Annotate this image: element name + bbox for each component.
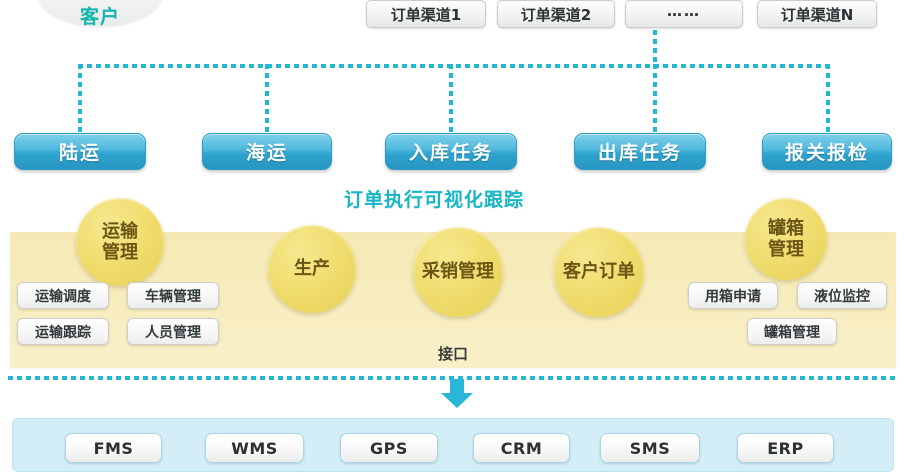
module-circle-caixiaoguanli[interactable]: 采销管理 [413, 227, 503, 317]
connector-channel-to-bus [653, 30, 657, 68]
process-button-luyun[interactable]: 陆运 [14, 133, 146, 170]
order-channel-box-2[interactable]: 订单渠道2 [497, 0, 615, 28]
connector-drop-chukurenwu [653, 64, 657, 134]
connector-drop-rukurenwu [449, 64, 453, 134]
connector-drop-haiyun [265, 64, 269, 134]
tag-button-guanxiangguanli[interactable]: 罐箱管理 [747, 318, 837, 345]
module-circle-label: 罐箱管理 [768, 217, 804, 260]
section-title: 订单执行可视化跟踪 [344, 189, 525, 211]
order-channel-box-n[interactable]: 订单渠道N [757, 0, 877, 28]
process-button-chukurenwu[interactable]: 出库任务 [574, 133, 706, 170]
module-circle-kehudingdan[interactable]: 客户订单 [554, 227, 644, 317]
system-button-sms[interactable]: SMS [600, 433, 700, 463]
system-button-gps[interactable]: GPS [340, 433, 438, 463]
tag-button-cheliangguanli[interactable]: 车辆管理 [127, 282, 219, 309]
module-circle-guanxiangguanli[interactable]: 罐箱管理 [745, 198, 827, 280]
system-button-crm[interactable]: CRM [473, 433, 570, 463]
module-circle-label: 客户订单 [563, 261, 635, 283]
tag-button-yeweijiankong[interactable]: 液位监控 [797, 282, 887, 309]
connector-drop-luyun [78, 64, 82, 134]
connector-horizontal-bus [78, 64, 830, 68]
down-arrow-icon [440, 379, 474, 409]
module-circle-shengchan[interactable]: 生产 [268, 225, 356, 313]
process-button-rukurenwu[interactable]: 入库任务 [385, 133, 517, 170]
system-button-erp[interactable]: ERP [737, 433, 834, 463]
tag-button-yunshudiaodu[interactable]: 运输调度 [17, 282, 109, 309]
module-circle-label: 生产 [294, 258, 330, 280]
order-channel-box-ellipsis[interactable]: …… [625, 0, 743, 28]
module-circle-yunshuguanli[interactable]: 运输管理 [76, 198, 164, 286]
tag-button-yunshugenzong[interactable]: 运输跟踪 [17, 318, 109, 345]
process-button-baoguanbaojian[interactable]: 报关报检 [762, 133, 892, 170]
customer-label: 客户 [79, 6, 120, 28]
connector-drop-baoguanbaojian [826, 64, 830, 134]
ellipsis-text: …… [667, 2, 701, 20]
system-button-wms[interactable]: WMS [205, 433, 304, 463]
interface-label: 接口 [437, 345, 468, 363]
system-button-fms[interactable]: FMS [65, 433, 162, 463]
order-channel-box-1[interactable]: 订单渠道1 [366, 0, 486, 28]
module-circle-label: 采销管理 [422, 261, 494, 283]
module-circle-label: 运输管理 [102, 220, 138, 263]
process-button-haiyun[interactable]: 海运 [202, 133, 332, 170]
interface-divider [8, 376, 899, 380]
tag-button-renyuanguanli[interactable]: 人员管理 [127, 318, 219, 345]
tag-button-yongxiangshenqing[interactable]: 用箱申请 [688, 282, 778, 309]
